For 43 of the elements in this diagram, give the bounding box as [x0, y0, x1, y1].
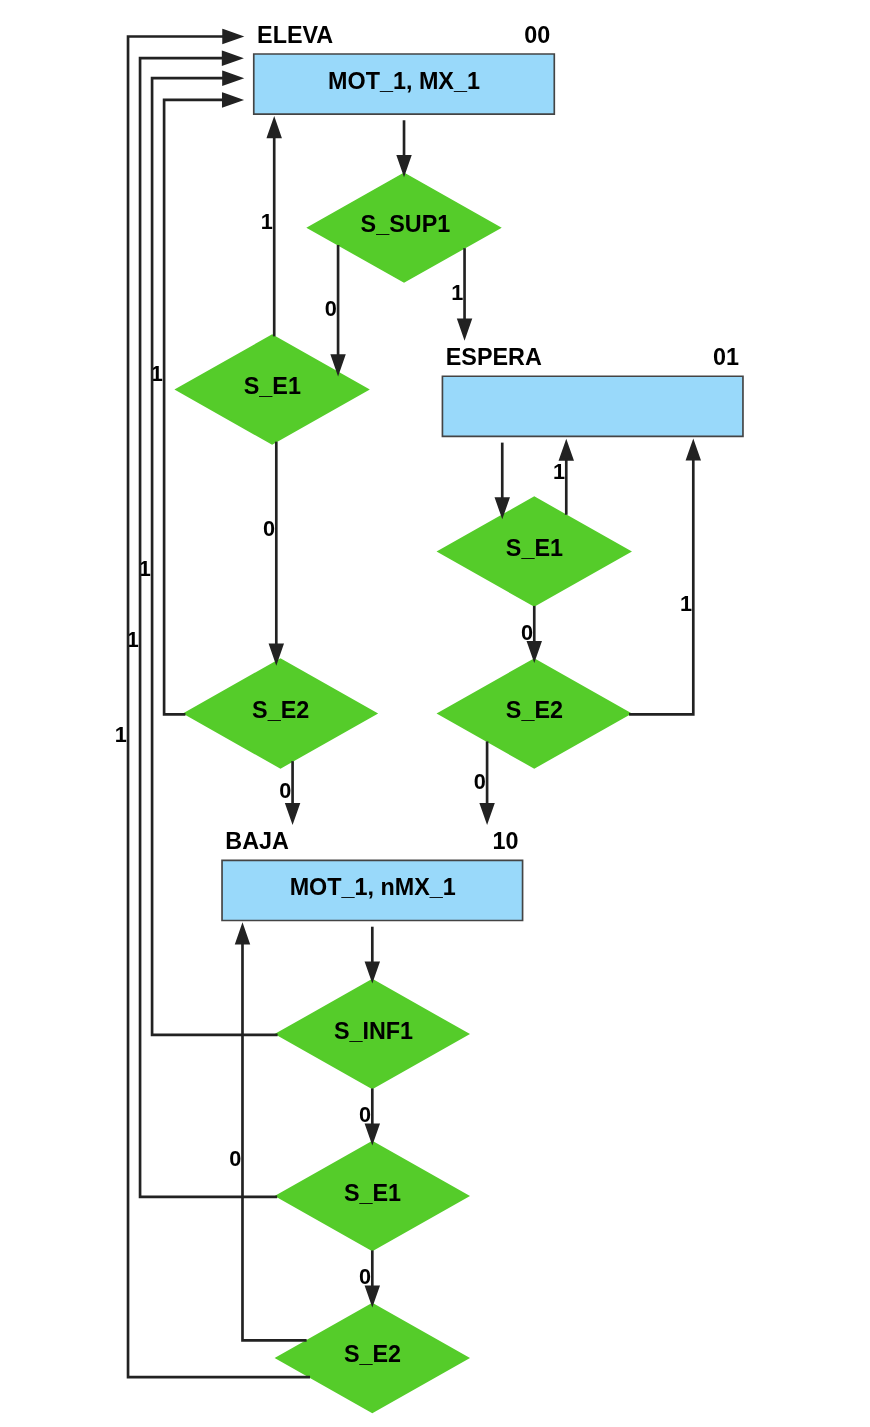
edge-label: 0 — [324, 296, 337, 322]
arrow — [268, 441, 284, 666]
node-diamond: S_E1 — [274, 1140, 470, 1252]
edge-label: 0 — [278, 778, 291, 804]
node-diamond: S_E2 — [274, 1302, 470, 1414]
arrow — [364, 926, 380, 984]
edge-label: 0 — [262, 515, 275, 541]
edge-label: 0 — [473, 768, 486, 794]
arrow — [138, 50, 277, 1199]
arrow — [364, 1088, 380, 1146]
node-diamond: S_E1 — [173, 334, 370, 445]
edge-label: 0 — [358, 1264, 371, 1290]
node-label: 01 — [712, 343, 739, 370]
arrow — [558, 438, 574, 515]
arrow — [395, 120, 412, 178]
arrow — [234, 922, 307, 1342]
node-label: 00 — [523, 21, 550, 48]
edge-label: 1 — [260, 208, 273, 234]
arrow — [526, 605, 542, 664]
node-diamond: S_INF1 — [274, 978, 470, 1090]
node-diamond: S_SUP1 — [305, 172, 502, 283]
edge-label: 1 — [679, 591, 692, 617]
arrow — [150, 70, 278, 1037]
arrow — [266, 116, 282, 337]
node-label: 10 — [492, 828, 518, 855]
edge-label: 0 — [520, 619, 533, 645]
arrow — [494, 442, 510, 520]
edge-label: 0 — [358, 1102, 371, 1128]
node-label: ELEVA — [256, 21, 333, 48]
arrow — [478, 741, 495, 825]
arrow — [126, 28, 310, 1379]
arrow — [456, 248, 472, 341]
arrow — [284, 761, 300, 826]
edge-label: 1 — [114, 722, 127, 748]
node-diamond: S_E2 — [436, 658, 632, 769]
edge-label: 1 — [552, 459, 565, 485]
node-label: ESPERA — [445, 343, 542, 370]
node-diamond: S_E2 — [182, 658, 378, 769]
arrow — [364, 1250, 380, 1308]
edge-label: 0 — [228, 1146, 241, 1172]
node-label: BAJA — [224, 828, 289, 855]
arrow — [628, 438, 701, 716]
arrow — [329, 244, 346, 377]
